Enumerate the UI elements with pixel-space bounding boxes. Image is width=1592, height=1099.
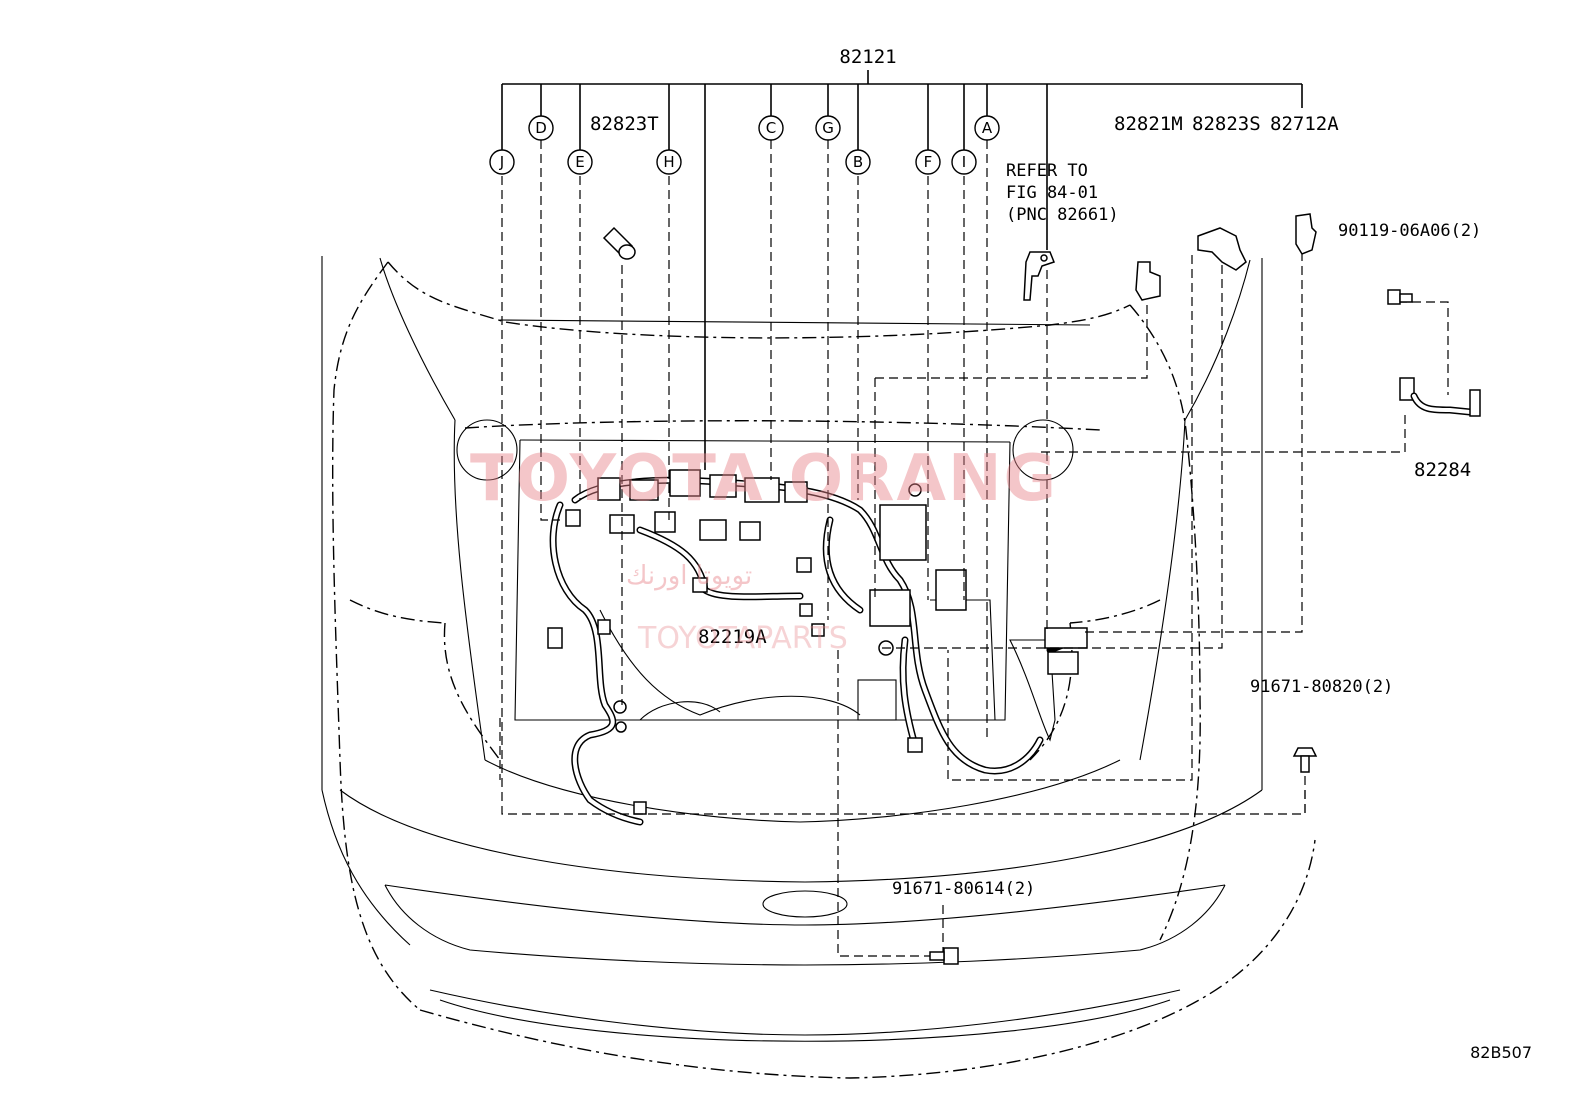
callout-d: D bbox=[528, 115, 554, 141]
bolt-90119-drawing bbox=[1387, 289, 1413, 305]
callout-e-label: E bbox=[575, 153, 584, 171]
watermark-parts: TOYOTAPARTS bbox=[637, 621, 848, 656]
bracket-82661-drawing bbox=[1023, 251, 1055, 301]
grommet-82823t-drawing bbox=[602, 226, 636, 260]
refer-note-line-1: REFER TO bbox=[1006, 161, 1088, 181]
callout-h-label: H bbox=[663, 153, 674, 171]
part-82284-label: 82284 bbox=[1414, 459, 1471, 481]
callout-j: J bbox=[489, 149, 515, 175]
clamp-82821m-drawing bbox=[1135, 261, 1161, 301]
callout-d-label: D bbox=[535, 119, 547, 137]
callout-c-label: C bbox=[766, 119, 776, 137]
callout-b: B bbox=[845, 149, 871, 175]
part-82823t-label: 82823T bbox=[590, 113, 659, 135]
bolt-90119-label: 90119-06A06(2) bbox=[1338, 221, 1481, 241]
refer-note: REFER TO FIG 84-01 (PNC 82661) bbox=[1006, 161, 1119, 225]
callout-f: F bbox=[915, 149, 941, 175]
bolt-91671-80614-label: 91671-80614(2) bbox=[892, 879, 1035, 899]
bolt-91671-80820-drawing bbox=[1292, 747, 1318, 773]
part-82823s-label: 82823S bbox=[1192, 113, 1261, 135]
part-82712a-label: 82712A bbox=[1270, 113, 1339, 135]
part-82821m-label: 82821M bbox=[1114, 113, 1183, 135]
vehicle-structure-lines bbox=[321, 256, 1263, 1042]
callout-c: C bbox=[758, 115, 784, 141]
callout-a-label: A bbox=[982, 119, 993, 137]
figure-code: 82B507 bbox=[1470, 1043, 1532, 1062]
callout-i-label: I bbox=[962, 153, 966, 171]
part-82219a-label: 82219A bbox=[698, 626, 767, 648]
refer-note-line-2: FIG 84-01 bbox=[1006, 183, 1098, 203]
harness-connectors bbox=[547, 469, 1088, 815]
callout-f-label: F bbox=[924, 153, 933, 171]
leader-lines bbox=[499, 140, 1449, 957]
main-part-bus bbox=[501, 70, 1303, 470]
clamp-82712a-drawing bbox=[1295, 213, 1317, 255]
callout-b-label: B bbox=[853, 153, 863, 171]
refer-note-line-3: (PNC 82661) bbox=[1006, 205, 1119, 225]
vehicle-body-outline bbox=[331, 261, 1316, 1079]
callout-j-label: J bbox=[499, 153, 504, 171]
clamp-82823s-drawing bbox=[1197, 227, 1247, 271]
main-part-number: 82121 bbox=[839, 46, 896, 68]
callout-g: G bbox=[815, 115, 841, 141]
wire-82284-drawing bbox=[1399, 377, 1481, 417]
callout-g-label: G bbox=[822, 119, 834, 137]
watermark-brand: TOYOTA ORANG bbox=[470, 442, 1058, 516]
callout-h: H bbox=[656, 149, 682, 175]
callout-i: I bbox=[951, 149, 977, 175]
part-illustrations bbox=[602, 213, 1481, 965]
bolt-91671-80820-label: 91671-80820(2) bbox=[1250, 677, 1393, 697]
callout-e: E bbox=[567, 149, 593, 175]
engine-wire-harness bbox=[549, 476, 1079, 826]
bolt-91671-80614-drawing bbox=[929, 947, 959, 965]
callout-a: A bbox=[974, 115, 1000, 141]
callout-markers: A B C D E F G H I J bbox=[489, 115, 1000, 175]
watermark-arabic: تويوتا اورنك bbox=[626, 561, 752, 591]
